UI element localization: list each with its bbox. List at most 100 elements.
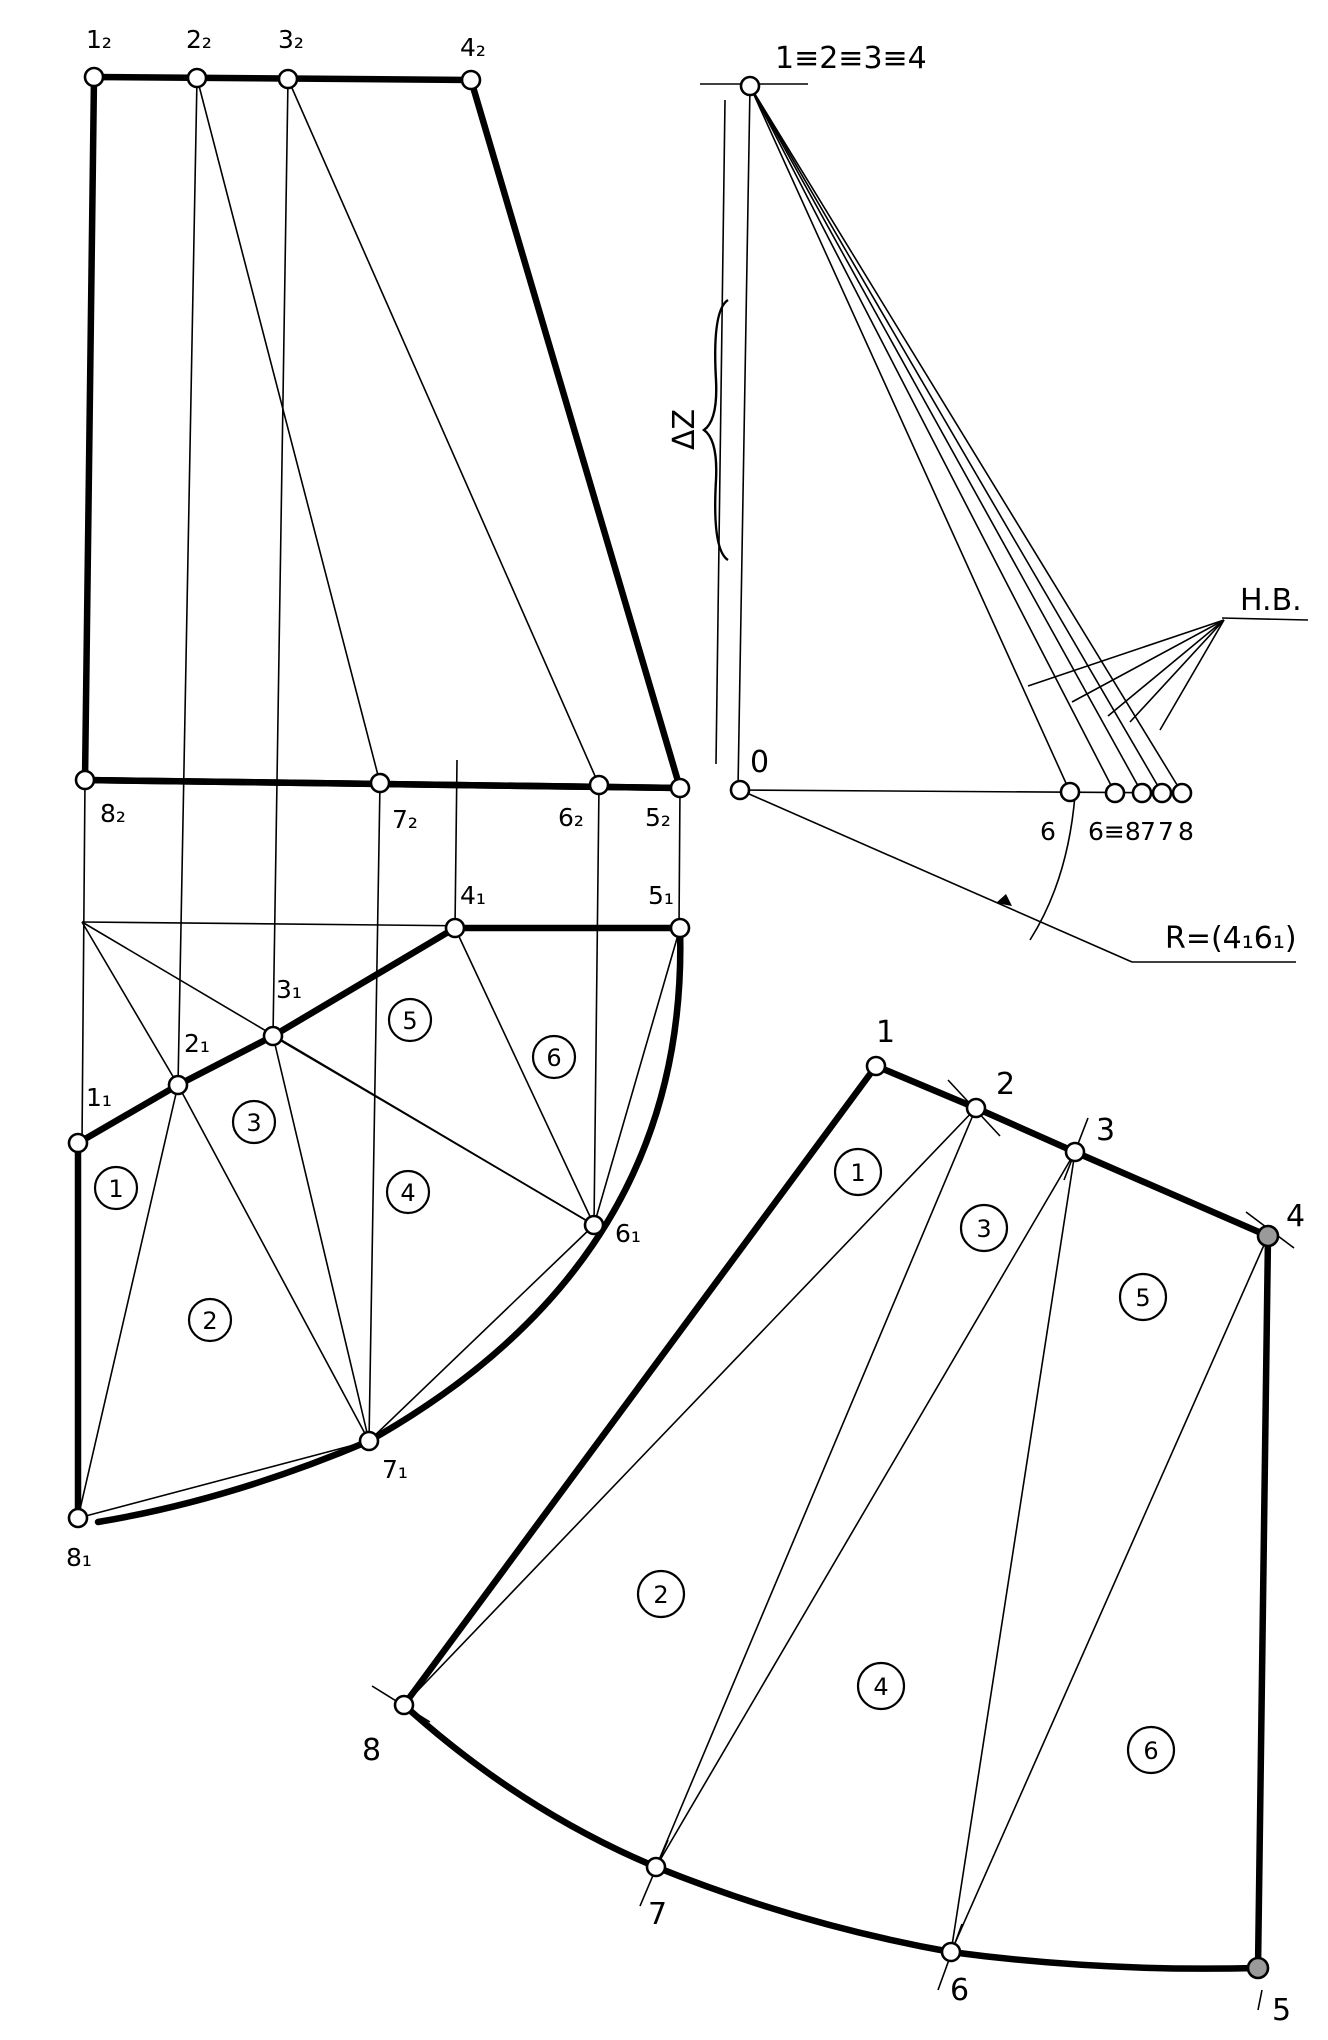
tl-line-7b [749, 85, 1163, 794]
dev-point-3 [1064, 1141, 1086, 1163]
top-region-3: 3 [231, 1099, 277, 1145]
front-vert-7 [368, 782, 381, 1442]
front-label-5: 5₂ [645, 803, 671, 832]
top-region-5: 5 [387, 997, 433, 1043]
dev-point-4 [1256, 1224, 1280, 1248]
top-region-1: 1 [93, 1165, 139, 1211]
dev-point-5 [1246, 1956, 1270, 1980]
hv-leader-1 [1027, 619, 1225, 687]
hv-leader-3 [1107, 619, 1225, 717]
top-region-2: 2 [187, 1297, 233, 1343]
top-tri-7-8 [77, 1440, 370, 1519]
dev-outline-arc [400, 1701, 1262, 1972]
svg-text:6: 6 [1143, 1737, 1158, 1765]
top-region-6: 6 [531, 1034, 577, 1080]
top-tri-5-6 [593, 927, 681, 1226]
top-point-1 [67, 1132, 89, 1154]
dev-line-2-8 [403, 1107, 977, 1706]
front-label-1: 1₂ [86, 25, 112, 54]
base-label-8: 8 [1178, 817, 1194, 846]
dev-region-5: 5 [1118, 1272, 1168, 1322]
radius-arrowhead [996, 894, 1012, 906]
top-outline-arc [94, 924, 684, 1526]
top-tri-1-8 [77, 1084, 179, 1519]
axis-vertical-1 [737, 85, 751, 789]
top-label-3: 3₁ [276, 975, 302, 1004]
dev-point-8 [393, 1694, 415, 1716]
dev-line-4-6 [950, 1235, 1269, 1953]
dev-region-2: 2 [636, 1569, 686, 1619]
top-point-7 [358, 1430, 380, 1452]
tl-line-6-8 [749, 85, 1116, 794]
front-label-2: 2₂ [186, 25, 212, 54]
svg-text:5: 5 [1135, 1284, 1150, 1312]
front-point-3 [277, 68, 299, 90]
radius-label: R=(4₁6₁) [1165, 921, 1297, 956]
tl-line-7a [749, 85, 1143, 794]
front-line-2-7 [196, 77, 381, 784]
dev-region-6: 6 [1126, 1725, 1176, 1775]
front-line-3-6 [287, 78, 600, 786]
dev-tick-5 [1257, 1989, 1263, 2011]
top-point-8 [67, 1507, 89, 1529]
svg-text:1: 1 [108, 1175, 123, 1203]
hv-underline [1221, 617, 1309, 621]
dev-region-3: 3 [959, 1203, 1009, 1253]
dev-point-7 [645, 1856, 667, 1878]
dev-label-7: 7 [648, 1897, 667, 1932]
front-point-8 [74, 769, 96, 791]
dev-line-3-7 [655, 1151, 1076, 1868]
radius-arc [1029, 794, 1076, 941]
top-con-2 [81, 921, 179, 1086]
top-label-1: 1₁ [86, 1083, 112, 1112]
front-view: 1₂ 2₂ 3₂ 4₂ 8₂ 7₂ 6₂ 5₂ [74, 25, 691, 1442]
top-tri-4-6 [454, 927, 595, 1226]
hv-leader-2 [1071, 619, 1225, 703]
base-label-6: 6 [1040, 817, 1056, 846]
front-point-5 [669, 777, 691, 799]
top-label-4: 4₁ [460, 881, 486, 910]
tl-line-8 [749, 85, 1183, 794]
front-label-3: 3₂ [278, 25, 304, 54]
tl-base-6-8 [1104, 782, 1126, 804]
top-label-6: 6₁ [615, 1219, 641, 1248]
delta-z-label: ΔZ [667, 409, 702, 450]
tl-base-7b [1151, 782, 1173, 804]
dev-label-6: 6 [950, 1973, 969, 2008]
dev-label-5: 5 [1272, 1993, 1291, 2028]
hv-label: H.B. [1240, 583, 1302, 618]
top-tri-6-7 [368, 1224, 595, 1442]
dev-label-4: 4 [1286, 1199, 1305, 1234]
apex-label: 1≡2≡3≡4 [775, 41, 927, 76]
front-vert-6 [593, 784, 600, 1226]
front-point-7 [369, 772, 391, 794]
tl-base-7a [1131, 782, 1153, 804]
tl-line-6 [749, 85, 1071, 793]
top-label-7: 7₁ [382, 1455, 408, 1484]
top-point-2 [167, 1074, 189, 1096]
front-vert-5 [678, 787, 681, 929]
front-point-1 [83, 66, 105, 88]
base-label-7a: 7 [1140, 817, 1156, 846]
dev-point-1 [865, 1055, 887, 1077]
front-label-6: 6₂ [558, 803, 584, 832]
top-tri-3-7 [272, 1035, 370, 1442]
base-label-6-8: 6≡8 [1088, 817, 1141, 846]
dev-region-4: 4 [856, 1661, 906, 1711]
base-label-7b: 7 [1158, 817, 1174, 846]
front-point-2 [186, 67, 208, 89]
top-point-5 [669, 917, 691, 939]
svg-text:3: 3 [246, 1109, 261, 1137]
dev-point-2 [965, 1097, 987, 1119]
tl-base-8 [1171, 782, 1193, 804]
top-tri-2-7 [177, 1084, 370, 1442]
top-label-5: 5₁ [648, 881, 674, 910]
origin-label: 0 [750, 745, 769, 780]
top-view: 1₁ 2₁ 3₁ 4₁ 5₁ 6₁ 7₁ 8₁ 1 2 3 4 5 [66, 881, 691, 1572]
dev-label-1: 1 [876, 1015, 895, 1050]
tl-base-6 [1059, 781, 1081, 803]
hv-leader-5 [1159, 619, 1225, 731]
hv-leader-4 [1129, 619, 1225, 723]
top-point-6 [583, 1214, 605, 1236]
front-point-6 [588, 774, 610, 796]
